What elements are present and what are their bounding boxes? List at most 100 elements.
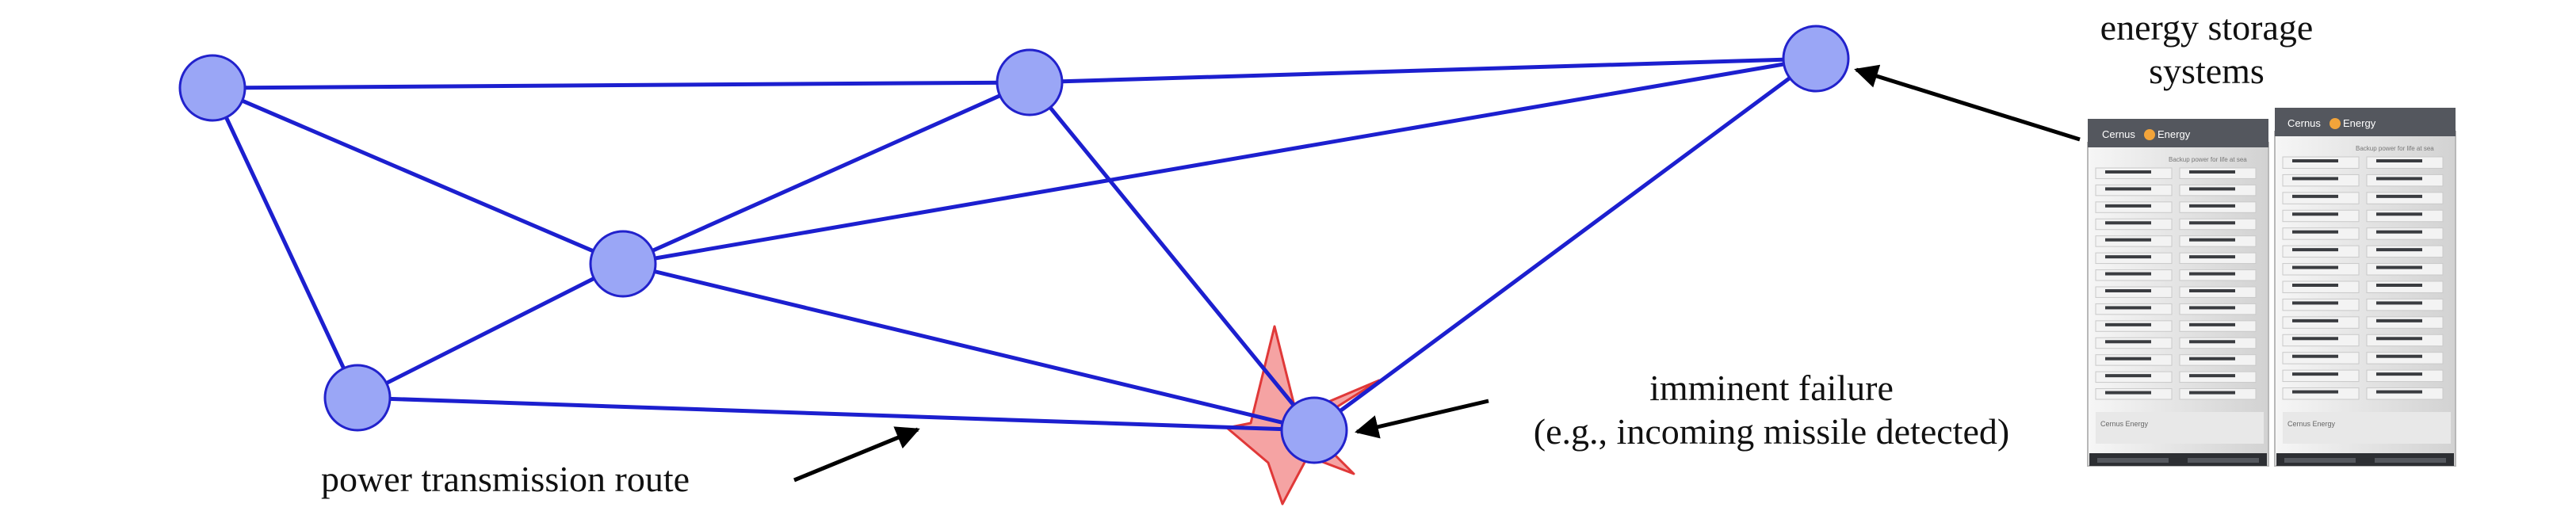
battery-module	[2282, 174, 2360, 187]
battery-module-handle	[2376, 177, 2422, 181]
battery-module-handle	[2376, 159, 2422, 162]
grid-nodes	[178, 25, 1850, 464]
brand-dot-icon	[2329, 118, 2341, 129]
transmission-line-n3-n6	[1313, 56, 1817, 433]
battery-module-handle	[2292, 284, 2338, 287]
failure-label-line2: (e.g., incoming missile detected)	[1534, 411, 2009, 452]
grid-node-n6	[1280, 396, 1348, 464]
battery-module-handle	[2105, 391, 2151, 395]
transmission-lines	[210, 56, 1817, 433]
battery-module-handle	[2189, 340, 2235, 344]
battery-module-handle	[2292, 177, 2338, 181]
transmission-line-n4-n6	[622, 261, 1315, 433]
battery-module	[2366, 156, 2444, 169]
battery-slots-left	[2095, 167, 2257, 400]
battery-module-handle	[2105, 289, 2151, 292]
battery-module	[2282, 316, 2360, 329]
battery-module-handle	[2105, 374, 2151, 378]
battery-module-handle	[2189, 272, 2235, 276]
battery-module	[2366, 352, 2444, 364]
battery-module	[2282, 387, 2360, 400]
battery-module-handle	[2105, 204, 2151, 208]
transmission-line-n1-n4	[212, 86, 624, 266]
battery-module-handle	[2189, 204, 2235, 208]
grid-node-n4	[589, 230, 657, 298]
battery-module-handle	[2376, 230, 2422, 234]
battery-module-handle	[2376, 265, 2422, 269]
failure-label-line1: imminent failure	[1649, 368, 1894, 408]
battery-module	[2366, 298, 2444, 311]
battery-module	[2366, 209, 2444, 223]
battery-module-handle	[2292, 337, 2338, 341]
battery-module	[2282, 156, 2360, 169]
transmission-line-n3-n4	[622, 56, 1817, 266]
battery-module	[2366, 263, 2444, 276]
battery-module	[2366, 316, 2444, 329]
transmission-line-n2-n4	[621, 80, 1031, 266]
battery-module-handle	[2105, 255, 2151, 259]
battery-module-handle	[2376, 337, 2422, 341]
battery-module-handle	[2105, 340, 2151, 344]
storage-label-line2: systems	[2149, 51, 2265, 91]
battery-module	[2366, 387, 2444, 400]
battery-module-handle	[2376, 319, 2422, 322]
cabinet-brand-bottom: Cernus Energy	[2100, 420, 2149, 428]
battery-module-handle	[2105, 238, 2151, 242]
battery-module-handle	[2105, 322, 2151, 326]
cabinet-tagline: Backup power for life at sea	[2356, 145, 2434, 152]
battery-module-handle	[2292, 212, 2338, 216]
battery-module-handle	[2292, 390, 2338, 394]
battery-module-handle	[2292, 230, 2338, 234]
battery-module	[2282, 352, 2360, 364]
battery-module	[2282, 192, 2360, 204]
battery-module-handle	[2292, 265, 2338, 269]
storage-label-line1: energy storage	[2100, 7, 2314, 48]
transmission-line-n5-n6	[357, 395, 1315, 433]
route-label: power transmission route	[321, 459, 690, 499]
battery-module	[2282, 280, 2360, 293]
battery-module-handle	[2105, 272, 2151, 276]
cabinet-brand: Cernus	[2287, 117, 2321, 129]
battery-module-handle	[2292, 354, 2338, 358]
battery-module-handle	[2292, 301, 2338, 305]
brand-dot-icon	[2144, 129, 2155, 140]
battery-module-handle	[2189, 221, 2235, 225]
route-arrow	[793, 426, 920, 483]
battery-module-handle	[2376, 354, 2422, 358]
battery-module-handle	[2292, 248, 2338, 252]
battery-module-handle	[2376, 284, 2422, 287]
battery-module-handle	[2189, 306, 2235, 310]
battery-module-handle	[2376, 390, 2422, 394]
storage-cabinet-left: Cernus Energy Backup power for life at s…	[2087, 119, 2269, 467]
transmission-line-n1-n2	[212, 80, 1030, 90]
grid-node-n5	[323, 364, 392, 432]
battery-module-handle	[2376, 301, 2422, 305]
battery-module-handle	[2189, 322, 2235, 326]
battery-module-handle	[2189, 255, 2235, 259]
transmission-line-n1-n5	[210, 86, 360, 399]
cabinet-tagline: Backup power for life at sea	[2169, 156, 2247, 163]
cabinet-brand-accent: Energy	[2343, 117, 2376, 129]
transmission-line-n4-n5	[356, 261, 625, 400]
battery-module-handle	[2292, 319, 2338, 322]
battery-module-handle	[2189, 374, 2235, 378]
battery-module	[2282, 227, 2360, 240]
battery-module	[2366, 369, 2444, 383]
cabinet-brand: Cernus	[2102, 128, 2135, 140]
battery-module-handle	[2292, 159, 2338, 162]
battery-module-handle	[2189, 187, 2235, 191]
battery-module	[2282, 263, 2360, 276]
battery-module-handle	[2105, 221, 2151, 225]
battery-module-handle	[2105, 170, 2151, 174]
battery-module-handle	[2376, 194, 2422, 198]
battery-module-handle	[2105, 357, 2151, 360]
battery-module	[2282, 209, 2360, 223]
battery-module-handle	[2105, 306, 2151, 310]
battery-module	[2366, 334, 2444, 347]
battery-module	[2366, 245, 2444, 258]
battery-module-handle	[2189, 238, 2235, 242]
battery-module-handle	[2189, 289, 2235, 292]
battery-module	[2282, 369, 2360, 383]
transmission-line-n2-n6	[1028, 81, 1316, 432]
